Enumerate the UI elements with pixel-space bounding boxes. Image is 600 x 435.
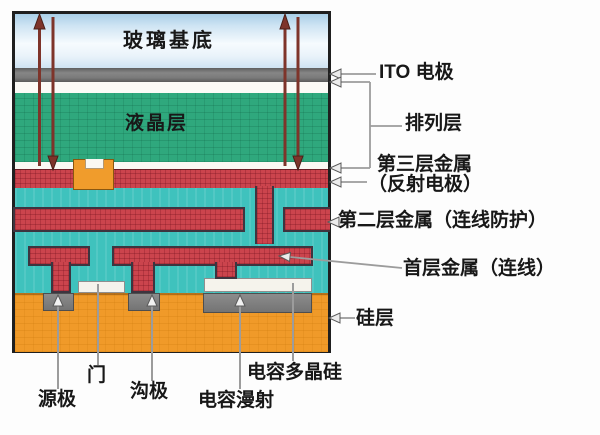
- third-metal-label: 第三层金属: [377, 154, 473, 175]
- third-metal-reflective-electrode-layer: [15, 169, 328, 190]
- first-metal-via-source: [51, 262, 71, 293]
- second-metal-bar-right: [283, 207, 330, 232]
- alignment-layer-bottom: [15, 162, 328, 169]
- capacitor-diffusion-label: 电容漫射: [198, 390, 275, 411]
- source-label: 源极: [38, 389, 77, 410]
- device-cross-section-box: [12, 11, 331, 353]
- pixel-contact-block: [73, 159, 114, 190]
- glass-substrate-layer: [15, 14, 328, 68]
- ito-electrode-layer: [15, 68, 328, 82]
- first-metal-bar-main: [112, 246, 313, 266]
- capacitor-poly-label: 电容多晶硅: [247, 362, 343, 383]
- ito-electrode-label: ITO 电极: [379, 62, 454, 83]
- pixel-via-connector: [255, 186, 274, 244]
- source-contact: [43, 293, 74, 311]
- liquid-crystal-layer: [15, 93, 328, 162]
- second-metal-label: 第二层金属（连线防护）: [338, 210, 548, 231]
- first-metal-via-capacitor: [215, 262, 237, 279]
- glass-substrate-label: 玻璃基底: [123, 30, 215, 52]
- alignment-layer-label: 排列层: [405, 113, 463, 134]
- gate-label: 门: [87, 365, 107, 386]
- capacitor-poly-plate: [204, 278, 312, 292]
- reflective-electrode-label: （反射电极）: [368, 174, 483, 195]
- second-metal-bar-left: [13, 207, 245, 232]
- silicon-layer-label: 硅层: [356, 308, 395, 329]
- liquid-crystal-label: 液晶层: [125, 113, 189, 134]
- pixel-contact-notch: [85, 159, 104, 169]
- first-metal-via-drain: [131, 262, 155, 293]
- first-metal-bar-left: [28, 246, 90, 266]
- alignment-layer-top: [15, 82, 328, 93]
- gate-oxide-bar: [78, 281, 125, 293]
- capacitor-diffusion-region: [203, 293, 312, 313]
- drain-label: 沟极: [130, 381, 169, 402]
- drain-contact: [128, 293, 160, 311]
- first-metal-label: 首层金属（连线）: [403, 258, 556, 279]
